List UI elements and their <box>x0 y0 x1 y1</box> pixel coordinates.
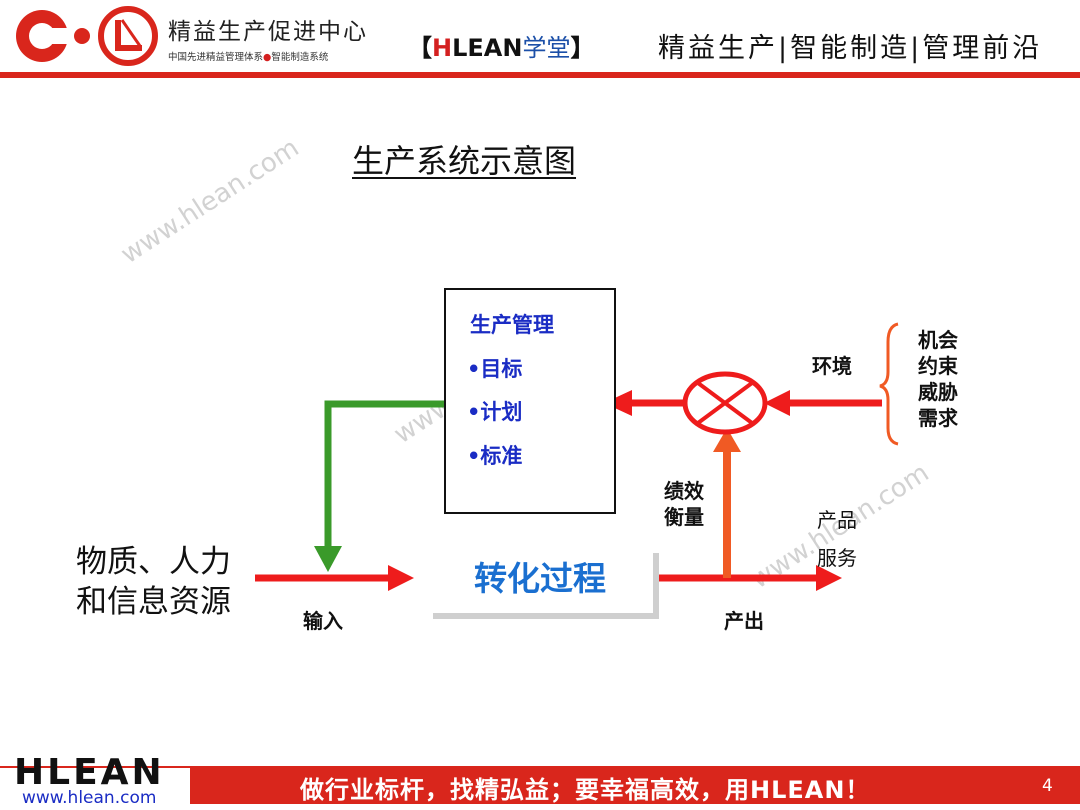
footer-bar <box>190 766 1080 804</box>
header: 精益生产促进中心 中国先进精益管理体系●智能制造系统 【HLEAN学堂】 精益生… <box>0 0 1080 80</box>
brand-open: 【 <box>408 34 432 62</box>
outputs-list: 产品 服务 <box>817 501 857 577</box>
org-sub-right: 智能制造系统 <box>271 52 329 63</box>
performance-arrowhead <box>713 428 741 452</box>
brand-rest: LEAN <box>452 34 523 62</box>
outputs-line-2: 服务 <box>817 546 857 570</box>
inputs-line-1: 物质、人力 <box>76 544 231 580</box>
management-item: •计划 <box>467 400 523 424</box>
logo-icon <box>16 6 158 66</box>
environment-factors: 机会 约束 威胁 需求 <box>918 327 958 431</box>
header-divider <box>0 72 1080 78</box>
performance-label: 绩效 衡量 <box>664 478 704 530</box>
org-name: 精益生产促进中心 <box>168 19 368 45</box>
inputs-label: 物质、人力 和信息资源 <box>76 542 231 622</box>
brand-close: 】 <box>570 34 595 62</box>
org-sub-dot: ● <box>263 52 272 63</box>
footer-rule <box>0 766 190 768</box>
management-heading: 生产管理 <box>470 313 554 337</box>
performance-line-1: 绩效 <box>664 479 704 503</box>
org-subtitle: 中国先进精益管理体系●智能制造系统 <box>168 49 328 63</box>
management-item: •目标 <box>467 357 523 381</box>
environment-label: 环境 <box>812 354 852 378</box>
brand-name: 【HLEAN学堂】 <box>408 28 594 63</box>
page-number: 4 <box>1042 776 1053 796</box>
process-label: 转化过程 <box>474 559 606 598</box>
org-sub-left: 中国先进精益管理体系 <box>168 52 264 63</box>
diagram-title: 生产系统示意图 <box>352 142 577 180</box>
control-arrowhead <box>604 390 632 416</box>
management-box <box>444 288 616 514</box>
management-item: •标准 <box>467 444 523 468</box>
process-box <box>427 547 653 613</box>
environment-factor: 威胁 <box>918 380 958 404</box>
footer-url[interactable]: www.hlean.com <box>22 788 157 808</box>
outputs-line-1: 产品 <box>817 508 857 532</box>
environment-factor: 机会 <box>918 328 958 352</box>
header-tagline: 精益生产|智能制造|管理前沿 <box>658 33 1043 64</box>
environment-factor: 约束 <box>918 354 958 378</box>
brand-suffix: 学堂 <box>522 34 571 62</box>
environment-arrowhead <box>764 390 790 416</box>
inputs-line-2: 和信息资源 <box>76 584 231 620</box>
output-label: 产出 <box>724 609 764 633</box>
green-arrowhead <box>314 546 342 572</box>
green-feedback-connector <box>324 400 444 550</box>
output-arrowhead <box>816 565 842 591</box>
input-arrowhead <box>388 565 414 591</box>
performance-line-2: 衡量 <box>664 505 704 529</box>
input-label: 输入 <box>303 609 343 633</box>
environment-brace <box>879 322 899 446</box>
environment-factor: 需求 <box>918 406 958 430</box>
brand-h: H <box>432 34 453 62</box>
footer-slogan: 做行业标杆，找精弘益；要幸福高效，用HLEAN！ <box>300 776 871 804</box>
footer-logo: HLEAN <box>14 752 165 793</box>
